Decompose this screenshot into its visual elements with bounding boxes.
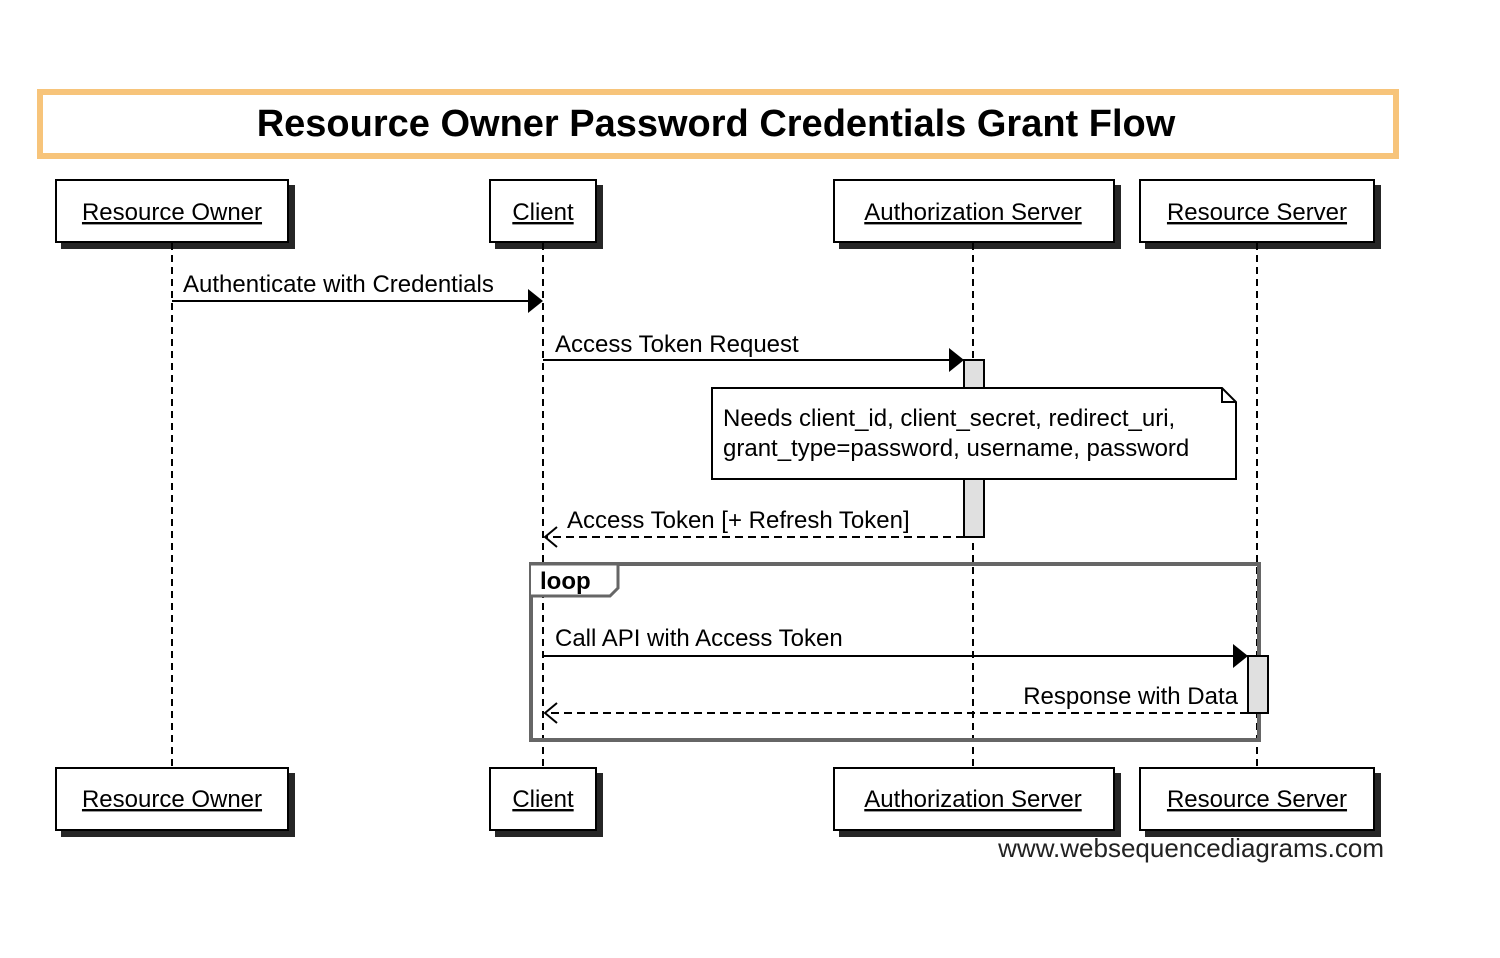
message-label: Call API with Access Token [555,625,843,652]
message-token-response: Access Token [+ Refresh Token] [543,507,964,548]
title-box [37,89,1399,159]
message-api-response: Response with Data [543,683,1248,724]
participant-resource-server-bottom: Resource Server [1139,767,1375,831]
message-token-request: Access Token Request [543,331,964,372]
participant-resource-owner-bottom: Resource Owner [55,767,289,831]
participant-client-top: Client [489,179,597,243]
message-authenticate: Authenticate with Credentials [172,271,543,313]
participant-label: Resource Server [1167,199,1347,226]
participant-client-bottom: Client [489,767,597,831]
participant-label: Resource Owner [82,786,262,813]
note-line-2: grant_type=password, username, password [723,435,1189,462]
participant-resource-server-top: Resource Server [1139,179,1375,243]
diagram-title: Resource Owner Password Credentials Gran… [257,103,1176,145]
participant-label: Authorization Server [864,199,1081,226]
message-label: Authenticate with Credentials [183,271,494,298]
participant-resource-owner-top: Resource Owner [55,179,289,243]
participant-label: Resource Owner [82,199,262,226]
participant-label: Resource Server [1167,786,1347,813]
participant-label: Client [512,199,574,226]
activation-resource-server [1247,655,1269,714]
participant-authorization-server-top: Authorization Server [833,179,1115,243]
participants-bottom: Resource Owner Client Authorization Serv… [55,767,1375,831]
participant-label: Client [512,786,574,813]
note-line-1: Needs client_id, client_secret, redirect… [723,405,1175,432]
watermark: www.websequencediagrams.com [997,833,1384,863]
participant-label: Authorization Server [864,786,1081,813]
loop-frame: loop [529,562,1261,742]
note: Needs client_id, client_secret, redirect… [711,387,1237,480]
participants-top: Resource Owner Client Authorization Serv… [55,179,1375,243]
message-label: Response with Data [1023,683,1238,710]
participant-authorization-server-bottom: Authorization Server [833,767,1115,831]
message-label: Access Token [+ Refresh Token] [567,507,910,534]
message-label: Access Token Request [555,331,799,358]
loop-label: loop [540,568,591,595]
message-call-api: Call API with Access Token [543,625,1248,668]
